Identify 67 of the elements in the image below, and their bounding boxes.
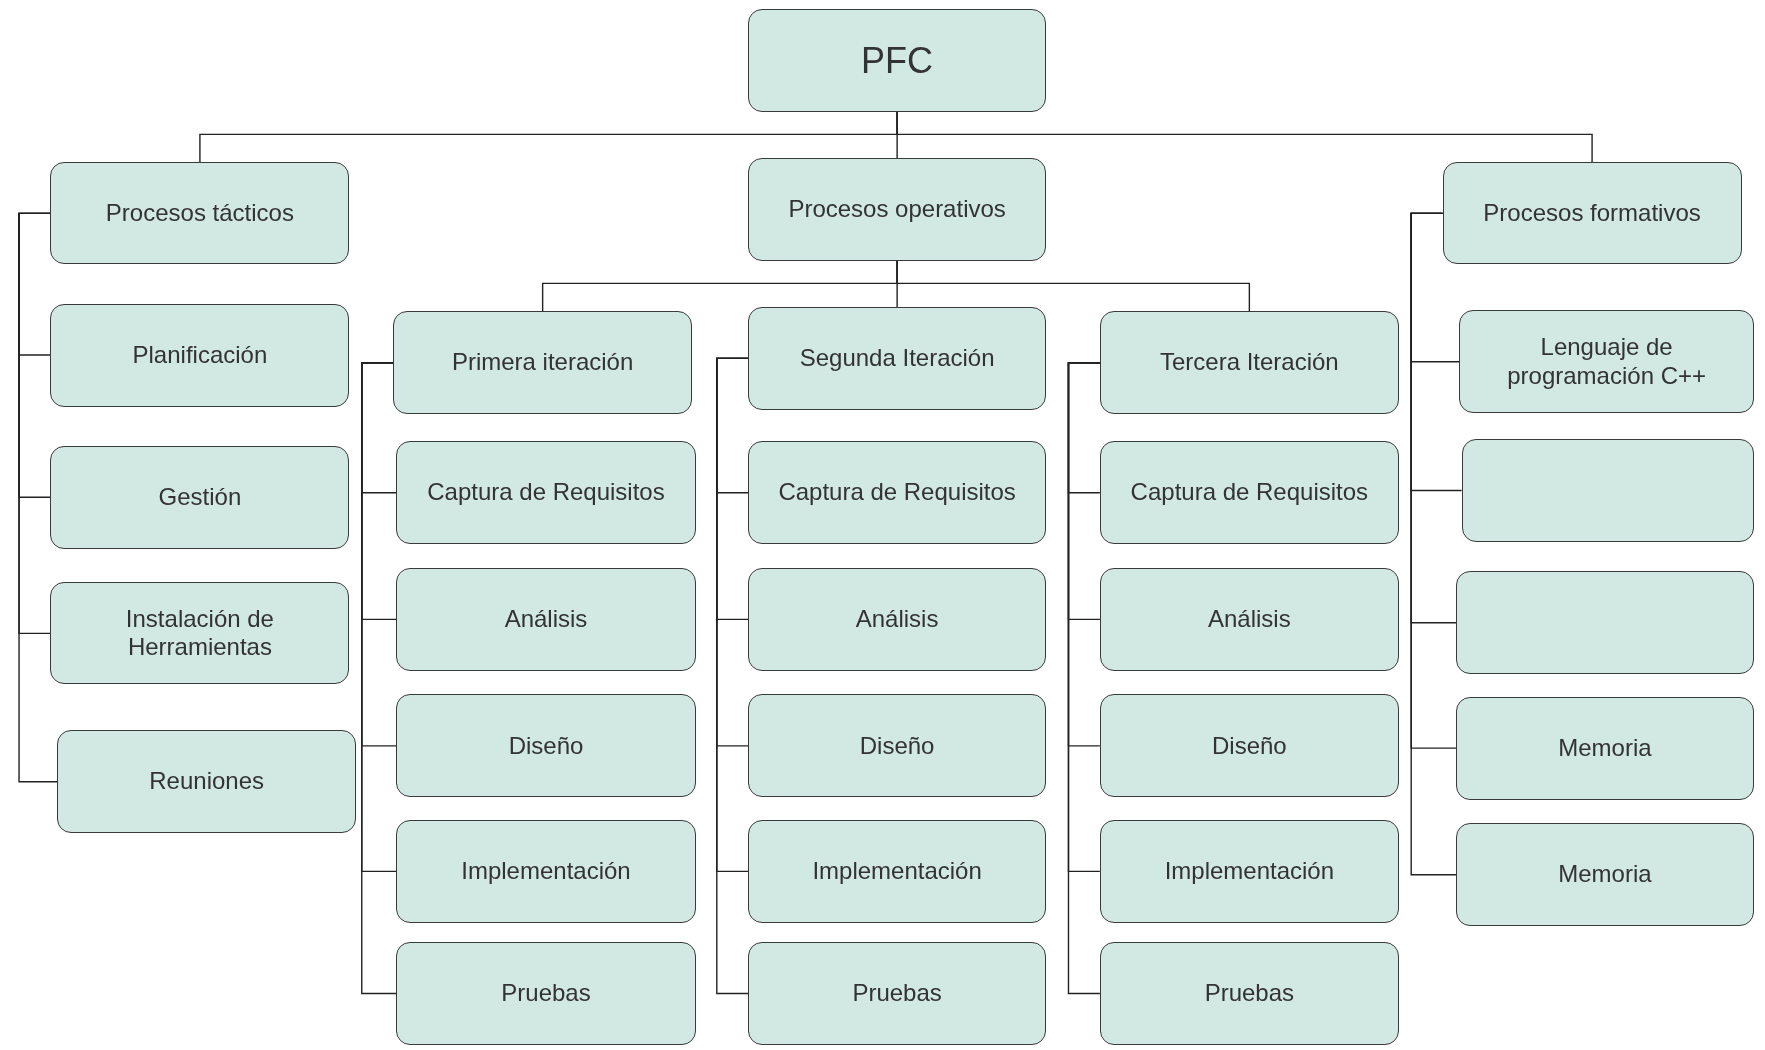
box-label: Planificación bbox=[132, 340, 268, 370]
box-label: Implementación bbox=[812, 856, 982, 886]
process-box bbox=[57, 730, 357, 834]
box-label: Análisis bbox=[504, 604, 588, 634]
process-box bbox=[393, 311, 693, 415]
process-box bbox=[396, 819, 696, 923]
process-box bbox=[1099, 311, 1399, 415]
box-label: Implementación bbox=[461, 856, 631, 886]
box-label: Captura de Requisitos bbox=[427, 478, 665, 508]
process-box bbox=[748, 441, 1047, 545]
process-box bbox=[1461, 439, 1754, 543]
box-label: Procesos formativos bbox=[1483, 198, 1701, 228]
process-box bbox=[1442, 162, 1742, 265]
process-box bbox=[1456, 571, 1754, 675]
box-label: Procesos tácticos bbox=[105, 198, 294, 228]
process-box bbox=[50, 582, 350, 685]
process-box bbox=[748, 567, 1047, 671]
box-label: Lenguaje de programación C++ bbox=[1506, 332, 1707, 391]
process-box bbox=[1099, 567, 1399, 671]
connector-line bbox=[18, 212, 58, 783]
connector-line bbox=[1067, 362, 1101, 995]
process-box bbox=[748, 306, 1047, 410]
box-label: PFC bbox=[861, 38, 934, 83]
box-label: Pruebas bbox=[501, 979, 591, 1008]
process-box bbox=[396, 567, 696, 671]
box-label: Pruebas bbox=[852, 979, 942, 1008]
process-box bbox=[396, 941, 696, 1045]
process-box bbox=[50, 303, 350, 407]
box-label: Procesos operativos bbox=[788, 195, 1006, 224]
box-label: Análisis bbox=[855, 604, 939, 634]
connector-line bbox=[896, 111, 1593, 164]
box-label: Diseño bbox=[1212, 731, 1287, 761]
process-box bbox=[396, 441, 696, 545]
box-label: Captura de Requisitos bbox=[778, 478, 1016, 508]
process-box bbox=[1099, 941, 1399, 1045]
process-box bbox=[1459, 310, 1754, 414]
connector-line bbox=[896, 260, 1251, 313]
box-label: Captura de Requisitos bbox=[1130, 478, 1369, 508]
process-box bbox=[1099, 441, 1399, 545]
box-label: Memoria bbox=[1558, 860, 1652, 890]
process-box bbox=[1099, 819, 1399, 923]
process-box bbox=[748, 819, 1047, 923]
process-box bbox=[50, 162, 350, 265]
box-label: Pruebas bbox=[1204, 979, 1295, 1008]
process-box bbox=[1099, 694, 1399, 798]
process-box bbox=[396, 694, 696, 798]
process-box bbox=[1456, 696, 1754, 800]
process-box bbox=[748, 941, 1047, 1045]
box-label: Primera iteración bbox=[451, 348, 634, 378]
box-label: Gestión bbox=[158, 482, 242, 512]
connector-line bbox=[1410, 212, 1457, 876]
connector-line bbox=[361, 362, 398, 995]
box-label: Memoria bbox=[1558, 733, 1652, 763]
box-label: Tercera Iteración bbox=[1159, 348, 1339, 378]
box-label: Reuniones bbox=[149, 767, 264, 797]
connector-line bbox=[716, 357, 749, 995]
process-box bbox=[748, 157, 1047, 261]
box-label: Segunda Iteración bbox=[799, 344, 995, 373]
box-label: Diseño bbox=[859, 731, 935, 761]
process-box bbox=[50, 445, 350, 549]
process-box bbox=[748, 694, 1047, 798]
box-label: Implementación bbox=[1164, 856, 1335, 886]
process-box bbox=[1456, 823, 1754, 927]
process-box bbox=[748, 8, 1047, 112]
box-label: Diseño bbox=[508, 731, 584, 761]
box-label: Análisis bbox=[1208, 604, 1291, 634]
box-label: Instalación de Herramientas bbox=[124, 604, 275, 663]
